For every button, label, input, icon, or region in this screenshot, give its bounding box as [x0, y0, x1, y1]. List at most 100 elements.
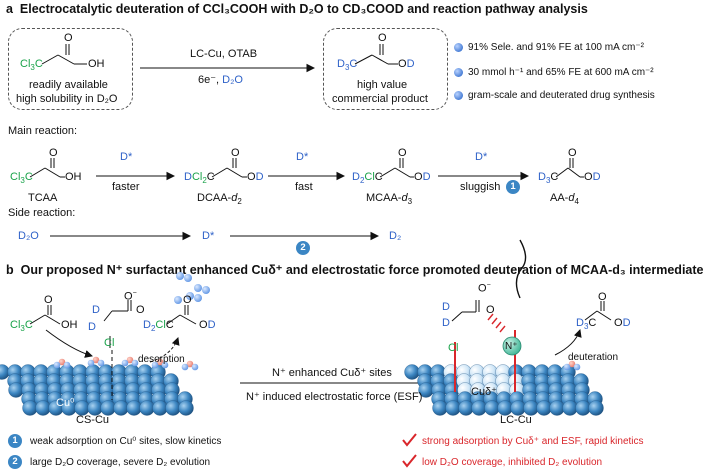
- cd3-label: D3C: [337, 58, 358, 73]
- step-number-2: 2: [296, 241, 310, 255]
- copper-atom: [113, 400, 129, 416]
- dstar-step3: D*: [475, 151, 488, 163]
- copper-atom: [165, 400, 181, 416]
- b-tcaa-oh: OH: [61, 319, 78, 331]
- copper-atom: [22, 400, 38, 416]
- check-icons: [402, 433, 417, 468]
- aa-d3c: D3C: [538, 171, 559, 186]
- d2o-deuterium: [87, 359, 95, 367]
- copper-atom: [445, 400, 461, 416]
- d2o-deuterium: [181, 363, 189, 371]
- left-point-1: weak adsorption on Cu⁰ sites, slow kinet…: [30, 436, 222, 447]
- bullet-3-text: gram-scale and deuterated drug synthesis: [468, 90, 655, 102]
- main-reaction-label: Main reaction:: [8, 125, 78, 137]
- side-reaction-label: Side reaction:: [8, 207, 76, 219]
- compound-dcaa: DCAA-d2: [197, 192, 242, 207]
- side-dstar: D*: [202, 230, 215, 242]
- dcaa-od: OD: [247, 171, 264, 183]
- side-d2: D₂: [389, 230, 402, 242]
- tcaa-oh: OH: [65, 171, 82, 183]
- carbonyl-o-label: O: [64, 32, 73, 44]
- d2o-oxygen: [58, 358, 66, 366]
- b-desorb-od: OD: [199, 319, 216, 331]
- copper-atom: [178, 400, 194, 416]
- arrow-catalyst-label: LC-Cu, OTAB: [190, 48, 258, 60]
- cu0-label: Cu⁰: [56, 397, 75, 409]
- b-tcaa-cl3c: Cl3C: [10, 319, 33, 334]
- bullet-3: gram-scale and deuterated drug synthesis: [454, 91, 655, 101]
- copper-atom: [139, 400, 155, 416]
- side-d2o: D₂O: [18, 230, 39, 242]
- panel-b-title: b Our proposed N⁺ surfactant enhanced Cu…: [6, 264, 704, 277]
- b-tcaa-o: O: [44, 294, 53, 306]
- bullet-2-text: 30 mmol h⁻¹ and 65% FE at 600 mA cm⁻²: [468, 67, 654, 79]
- copper-atom: [536, 400, 552, 416]
- compound-aa: AA-d4: [550, 192, 579, 207]
- step-number-1: 1: [506, 180, 520, 194]
- copper-atom: [8, 382, 24, 398]
- panel-letter-a: a: [6, 2, 13, 16]
- aa-o: O: [568, 147, 577, 159]
- electron-label: 6e⁻,: [198, 74, 223, 86]
- b-ads-o: O: [136, 304, 145, 316]
- right-point-2: low D₂O coverage, inhibited D₂ evolution: [422, 457, 603, 468]
- arrow-reagent-label: 6e⁻, D₂O: [198, 75, 243, 86]
- bullet-dot-icon: [454, 91, 463, 100]
- compound-mcaa: MCAA-d3: [366, 192, 413, 207]
- dstar-step2: D*: [296, 151, 309, 163]
- mcaa-o: O: [398, 147, 407, 159]
- panel-b-title-text: Our proposed N⁺ surfactant enhanced Cuδ⁺…: [20, 263, 704, 277]
- dcaa-o: O: [231, 147, 240, 159]
- bullet-2: 30 mmol h⁻¹ and 65% FE at 600 mA cm⁻²: [454, 68, 654, 78]
- d2o-deuterium: [161, 361, 169, 369]
- n-plus-label: N⁺: [505, 341, 518, 352]
- lc-cu-label: LC-Cu: [500, 414, 532, 426]
- left-point-2: large D₂O coverage, severe D₂ evolution: [30, 457, 211, 468]
- point-number-1: 1: [8, 434, 22, 448]
- d2o-oxygen: [568, 360, 576, 368]
- arrow-b-bottom-label: N⁺ induced electrostatic force (ESF): [246, 391, 423, 403]
- left-box-line2: high solubility in D₂O: [16, 93, 118, 105]
- step-fast: fast: [295, 181, 313, 193]
- esf-hatch: [487, 313, 506, 333]
- b-desorb-o: O: [183, 294, 192, 306]
- d2-bubbles-icon: [174, 272, 210, 304]
- copper-atom: [588, 400, 604, 416]
- copper-atom: [35, 400, 51, 416]
- b-right-d1: D: [442, 301, 450, 313]
- cs-cu-label: CS-Cu: [76, 414, 110, 426]
- diagram-graphics: [0, 44, 612, 468]
- bullet-1: 91% Sele. and 91% FE at 100 mA cm⁻²: [454, 43, 644, 53]
- d2o-deuterium: [97, 359, 105, 367]
- b-product-od: OD: [614, 317, 631, 329]
- copper-atom: [152, 400, 168, 416]
- b-ads-cl: Cl: [104, 337, 115, 349]
- d2o-deuterium: [151, 361, 159, 369]
- cs-cu-surface: [0, 356, 199, 416]
- b-right-cl: Cl: [448, 342, 459, 354]
- left-dashed-box: [8, 28, 133, 110]
- bullet-1-text: 91% Sele. and 91% FE at 100 mA cm⁻²: [468, 42, 644, 54]
- compound-tcaa: TCAA: [28, 192, 58, 204]
- copper-atom: [471, 400, 487, 416]
- product-o-label: O: [378, 32, 387, 44]
- panel-letter-b: b: [6, 263, 14, 277]
- mcaa-d2clc: D2ClC: [352, 171, 383, 186]
- panel-a-title: a Electrocatalytic deuteration of CCl₃CO…: [6, 3, 588, 16]
- b-ads-o-minus: O−: [124, 290, 137, 303]
- copper-atom: [404, 364, 420, 380]
- b-product-d3c: D3C: [576, 317, 597, 332]
- dcaa-dcl2c: DCl2C: [184, 171, 215, 186]
- d2o-deuterium: [121, 359, 129, 367]
- copper-atom: [484, 400, 500, 416]
- b-right-d2: D: [442, 317, 450, 329]
- d2o-oxygen: [92, 356, 100, 364]
- copper-atom: [432, 400, 448, 416]
- lc-cu-surface: [404, 360, 604, 416]
- bullet-dot-icon: [454, 43, 463, 52]
- d2o-oxygen: [156, 358, 164, 366]
- d2o-deuterium: [573, 363, 581, 371]
- left-box-bonds: [41, 44, 398, 65]
- point-number-2: 2: [8, 455, 22, 469]
